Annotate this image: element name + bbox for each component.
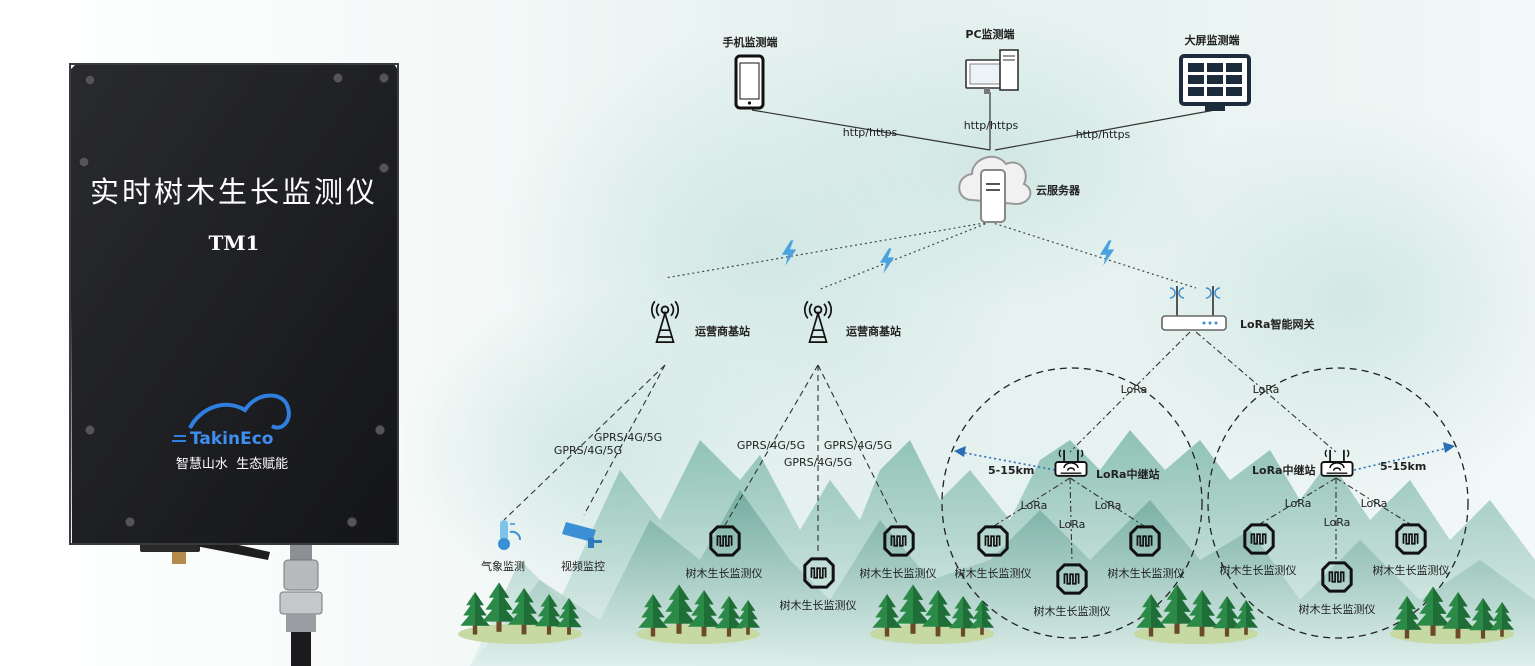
tree-monitor: 树木生长监测仪 [1220, 523, 1297, 577]
lora-relay-2: LoRa中继站 [1252, 448, 1354, 477]
tree-monitor: 树木生长监测仪 [955, 525, 1032, 580]
base-station-label: 运营商基站 [695, 324, 750, 338]
lora-label: LoRa [1121, 383, 1148, 396]
base-station-label: 运营商基站 [846, 324, 901, 338]
link-labels: GPRS/4G/5G GPRS/4G/5G GPRS/4G/5G GPRS/4G… [554, 383, 1388, 531]
tree-monitor-label: 树木生长监测仪 [1034, 604, 1111, 618]
connection-lines [503, 92, 1469, 639]
client-big-screen: 大屏监测端 [1179, 33, 1251, 111]
gateway-label: LoRa智能网关 [1240, 317, 1314, 331]
client-phone: 手机监测端 [723, 35, 778, 110]
protocol-label-phone: http/https [843, 126, 898, 139]
screen-label: 大屏监测端 [1185, 33, 1240, 47]
device-slogan: 智慧山水 生态赋能 [176, 456, 288, 472]
video-label: 视频监控 [561, 559, 605, 573]
pc-label: PC监测端 [965, 27, 1014, 41]
tree-monitor: 树木生长监测仪 [1034, 563, 1111, 618]
device-photo: 实时树木生长监测仪 TM1 TakinEco 智慧山水 生态赋能 [69, 63, 399, 666]
tree-monitor-label: 树木生长监测仪 [860, 566, 937, 580]
tree-monitor: 树木生长监测仪 [1108, 525, 1185, 580]
base-station-2: 运营商基站 [803, 300, 901, 344]
thermometer-icon [498, 520, 521, 550]
relay-label: LoRa中继站 [1096, 467, 1159, 481]
device-title: 实时树木生长监测仪 [90, 175, 378, 209]
cloud-label: 云服务器 [1036, 183, 1081, 197]
camera-icon [562, 522, 602, 548]
cloud-server: 云服务器 [958, 155, 1081, 223]
protocol-label-screen: http/https [1076, 128, 1131, 141]
tree-monitor-label: 树木生长监测仪 [1220, 563, 1297, 577]
protocol-label-pc: http/https [964, 119, 1019, 132]
tree-monitor-label: 树木生长监测仪 [1299, 602, 1376, 616]
relay-label: LoRa中继站 [1252, 463, 1315, 477]
lora-label: LoRa [1095, 499, 1122, 512]
lora-label: LoRa [1324, 516, 1351, 529]
video-surveillance: 视频监控 [561, 522, 605, 573]
tree-monitor-label: 树木生长监测仪 [1373, 563, 1450, 577]
tree-monitor: 树木生长监测仪 [1299, 561, 1376, 616]
cellular-label: GPRS/4G/5G [594, 431, 662, 444]
client-pc: PC监测端 [965, 27, 1019, 94]
lora-label: LoRa [1021, 499, 1048, 512]
tree-monitor-label: 树木生长监测仪 [686, 566, 763, 580]
tree-monitor-label: 树木生长监测仪 [1108, 566, 1185, 580]
tree-monitor-label: 树木生长监测仪 [780, 598, 857, 612]
logo-text: TakinEco [190, 429, 273, 449]
range-label: 5-15km [1380, 460, 1426, 473]
tree-monitor: 树木生长监测仪 [780, 557, 857, 612]
cellular-label: GPRS/4G/5G [784, 456, 852, 469]
lora-relay-1: LoRa中继站 [1054, 448, 1159, 481]
lora-label: LoRa [1285, 497, 1312, 510]
weather-label: 气象监测 [481, 559, 525, 573]
base-station-1: 运营商基站 [650, 300, 750, 344]
takineco-logo: TakinEco [172, 393, 291, 449]
device-model: TM1 [209, 231, 260, 255]
forest-groups [458, 582, 1514, 644]
tree-monitor: 树木生长监测仪 [860, 525, 937, 580]
lora-label: LoRa [1059, 518, 1086, 531]
phone-label: 手机监测端 [723, 35, 778, 49]
lora-label: LoRa [1361, 497, 1388, 510]
cellular-label: GPRS/4G/5G [824, 439, 892, 452]
lora-label: LoRa [1253, 383, 1280, 396]
tree-monitor: 树木生长监测仪 [1373, 523, 1450, 577]
lora-gateway: LoRa智能网关 [1161, 286, 1314, 331]
cellular-label: GPRS/4G/5G [737, 439, 805, 452]
tree-monitor: 树木生长监测仪 [686, 525, 763, 580]
cellular-label: GPRS/4G/5G [554, 444, 622, 457]
tree-monitor-label: 树木生长监测仪 [955, 566, 1032, 580]
range-label: 5-15km [988, 464, 1034, 477]
weather-station: 气象监测 [481, 520, 525, 573]
